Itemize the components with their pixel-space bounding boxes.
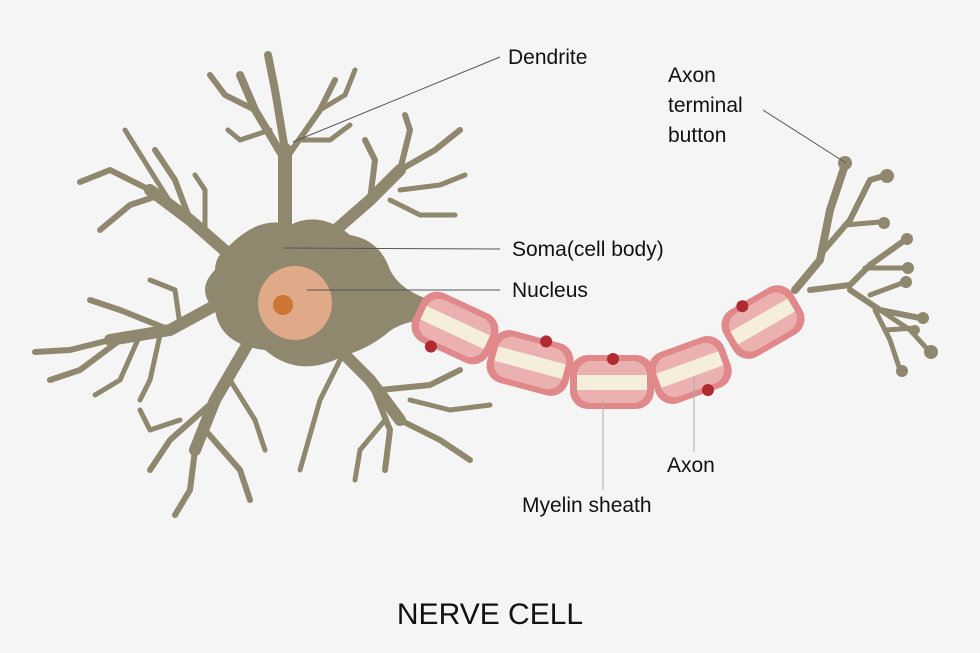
myelin-sheath-segments: [411, 285, 805, 409]
soma-leader: [282, 247, 501, 250]
label-myelin-sheath: Myelin sheath: [522, 494, 652, 517]
axon-terminal-leader: [762, 109, 847, 164]
diagram-title: NERVE CELL: [397, 598, 583, 631]
myelin-segment: [411, 291, 499, 365]
myelin-segment: [721, 285, 805, 359]
nucleolus: [273, 295, 293, 315]
axon-terminal: [791, 156, 938, 377]
label-dendrite: Dendrite: [508, 46, 587, 69]
myelin-segment: [648, 336, 732, 404]
dendrite-leader: [292, 56, 501, 143]
myelin-segment: [486, 330, 574, 396]
myelin-segment: [570, 353, 654, 409]
label-axon-terminal-1: Axon: [668, 64, 716, 87]
label-axon-terminal-2: terminal: [668, 94, 743, 117]
dendrites: [32, 51, 493, 518]
label-soma: Soma(cell body): [512, 238, 664, 261]
label-nucleus: Nucleus: [512, 279, 588, 302]
label-axon-terminal-3: button: [668, 124, 726, 147]
nucleus: [258, 266, 332, 340]
label-axon: Axon: [667, 454, 715, 477]
